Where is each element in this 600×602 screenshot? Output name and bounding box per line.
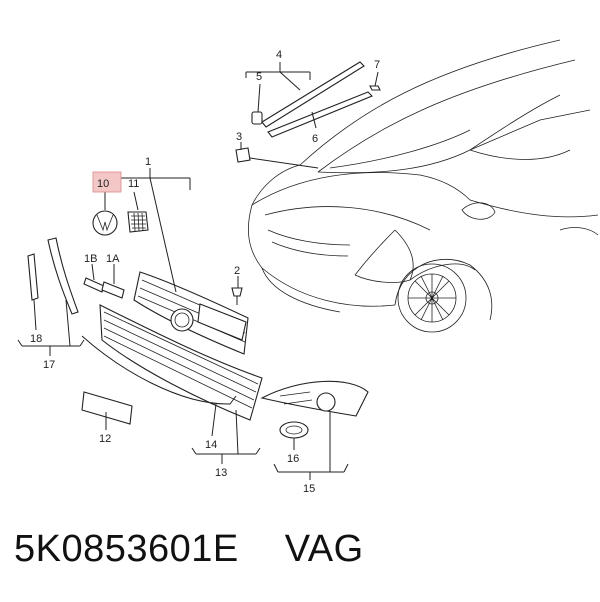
highlight-part-10 <box>92 171 122 193</box>
parts-diagram: 1 1B 1A 2 3 4 5 6 7 10 11 12 13 14 15 16… <box>17 39 599 495</box>
part-number: 5K0853601E <box>14 528 239 570</box>
callout-15: 15 <box>303 483 315 495</box>
callout-18: 18 <box>30 333 42 345</box>
brackets-1a-1b <box>83 277 125 299</box>
callout-17: 17 <box>43 359 55 371</box>
callout-7: 7 <box>374 59 380 71</box>
grille-insert-part-11 <box>127 211 149 233</box>
side-strips <box>27 237 79 315</box>
callout-3: 3 <box>236 131 242 143</box>
callout-5: 5 <box>256 71 262 83</box>
callout-16: 16 <box>287 453 299 465</box>
part-number-caption: 5K0853601E VAG <box>14 528 364 571</box>
callout-1b: 1B <box>84 253 97 265</box>
trim-strip-part-14 <box>81 335 237 405</box>
roof-trims <box>251 61 381 138</box>
callout-1: 1 <box>145 156 151 168</box>
part-3 <box>235 147 319 169</box>
callout-labels: 1 1B 1A 2 3 4 5 6 7 10 11 12 13 14 15 16… <box>30 49 380 495</box>
grille-upper <box>133 271 249 355</box>
callout-10: 10 <box>97 178 109 190</box>
emblem-part-10 <box>92 210 118 236</box>
callout-1a: 1A <box>106 253 120 265</box>
callout-12: 12 <box>99 433 111 445</box>
leader-lines <box>17 62 379 480</box>
callout-4: 4 <box>276 49 282 61</box>
callout-13: 13 <box>215 467 227 479</box>
plate-part-12 <box>81 391 133 425</box>
part-2-clip <box>231 287 243 305</box>
grille-lower-part-13 <box>99 304 263 421</box>
callout-2: 2 <box>234 265 240 277</box>
car-outline <box>247 39 599 333</box>
callout-14: 14 <box>205 439 217 451</box>
callout-6: 6 <box>312 133 318 145</box>
brand-name: VAG <box>284 528 364 570</box>
fog-lamp-cover <box>260 380 369 439</box>
callout-11: 11 <box>128 178 139 190</box>
